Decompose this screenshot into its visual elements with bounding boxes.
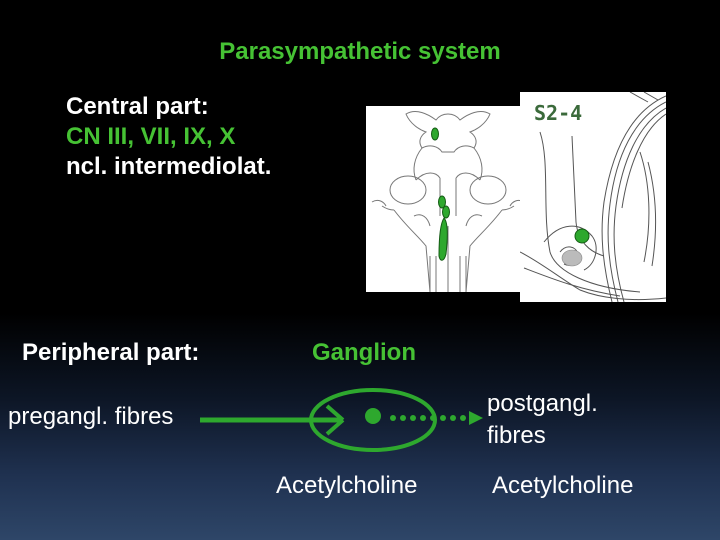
ganglion-schematic <box>195 380 485 470</box>
sacral-spinal-illustration: S2-4 <box>520 92 666 302</box>
sacral-level-label: S2-4 <box>534 101 583 125</box>
slide-title: Parasympathetic system <box>219 38 501 65</box>
postganglionic-fibres-label: postgangl. fibres <box>487 388 598 452</box>
intermediolateral-nucleus-label: ncl. intermediolat. <box>66 153 272 180</box>
synapse-terminal <box>325 404 345 436</box>
central-part-heading: Central part: <box>66 93 209 120</box>
postganglionic-label-line-1: postgangl. <box>487 390 598 417</box>
postganglionic-label-line-2: fibres <box>487 422 546 449</box>
postganglionic-transmitter-label: Acetylcholine <box>492 472 634 499</box>
preganglionic-fibres-label: pregangl. fibres <box>8 403 174 430</box>
postganglionic-arrow-head <box>469 411 483 425</box>
ganglion-label: Ganglion <box>312 339 416 366</box>
postganglionic-fibre <box>390 415 466 421</box>
cranial-nerves-list: CN III, VII, IX, X <box>66 123 236 150</box>
central-part-block: Central part: CN III, VII, IX, X ncl. in… <box>66 92 271 182</box>
preganglionic-transmitter-label: Acetylcholine <box>276 472 418 499</box>
brainstem-illustration <box>366 106 530 292</box>
peripheral-part-heading: Peripheral part: <box>22 339 200 366</box>
ganglion-neuron-body <box>365 408 381 424</box>
